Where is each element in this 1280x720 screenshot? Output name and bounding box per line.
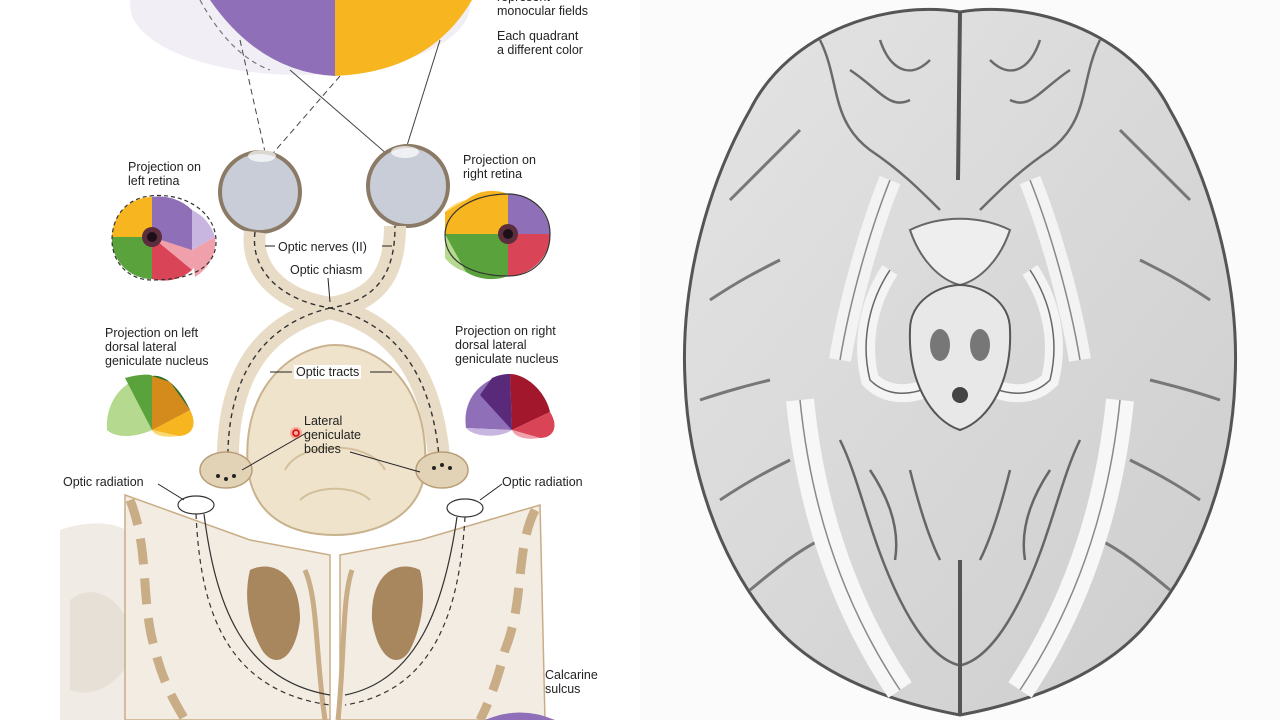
optic-radiation-fibers	[786, 398, 1134, 698]
right-lateral-geniculate-body	[415, 451, 469, 489]
label-each-quadrant: Each quadrant a different color	[497, 29, 583, 57]
visual-pathway-illustration	[60, 0, 555, 720]
visual-field-circle	[130, 0, 472, 76]
left-retina-projection	[111, 194, 217, 281]
optic-tract-section	[857, 217, 1063, 403]
label-projection-right-retina: Projection on right retina	[463, 153, 536, 181]
label-optic-radiation-left: Optic radiation	[63, 475, 144, 489]
midbrain-section	[908, 283, 1012, 432]
label-optic-nerves: Optic nerves (II)	[276, 240, 369, 254]
label-lateral-geniculate-bodies: Lateral geniculate bodies	[304, 414, 361, 456]
left-lgn-projection	[106, 374, 194, 437]
label-monocular-fields: represent monocular fields	[497, 0, 589, 18]
left-eyeball	[218, 150, 302, 234]
label-projection-left-retina: Projection on left retina	[128, 160, 201, 188]
frontal-lobes	[818, 39, 1102, 211]
leader-lines	[157, 245, 503, 501]
label-optic-radiation-right: Optic radiation	[502, 475, 583, 489]
left-lateral-geniculate-body	[199, 451, 253, 489]
brain-horizontal-section	[682, 8, 1238, 717]
visual-pathway-diagram: represent monocular fields Each quadrant…	[60, 0, 598, 720]
midbrain-structure	[246, 343, 427, 537]
cerebellum-section	[838, 439, 1082, 667]
optic-pathway	[216, 225, 451, 471]
label-optic-chiasm: Optic chiasm	[288, 263, 365, 277]
right-eyeball	[366, 144, 450, 228]
right-lgn-projection	[465, 374, 555, 439]
cortex-section	[60, 493, 555, 720]
brain-section-illustration	[640, 0, 1280, 720]
label-calcarine-sulcus: Calcarine sulcus	[545, 668, 598, 696]
longitudinal-fissure	[956, 11, 962, 715]
label-projection-right-lgn: Projection on right dorsal lateral genic…	[455, 324, 559, 366]
pointer-highlight	[290, 427, 302, 439]
label-projection-left-lgn: Projection on left dorsal lateral genicu…	[105, 326, 209, 368]
label-optic-tracts: Optic tracts	[294, 365, 362, 379]
internal-capsule	[829, 175, 1091, 362]
right-retina-projection	[444, 190, 551, 280]
